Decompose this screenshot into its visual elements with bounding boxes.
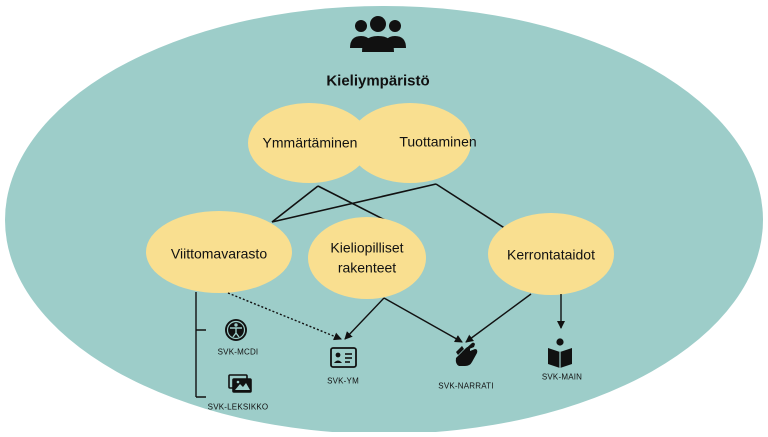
id-card-icon bbox=[330, 347, 357, 368]
node-label-ymmartaminen: Ymmärtäminen bbox=[262, 134, 358, 151]
node-label-kerrontataidot: Kerrontataidot bbox=[507, 246, 595, 263]
node-label-viittomavarasto: Viittomavarasto bbox=[170, 245, 268, 262]
test-label-svk-narrati: SVK-NARRATI bbox=[438, 381, 494, 391]
group-people-icon bbox=[350, 16, 406, 52]
test-label-svk-mcdi: SVK-MCDI bbox=[217, 347, 259, 357]
node-label-kieliopilliset-line2: rakenteet bbox=[337, 259, 397, 276]
node-tuottaminen bbox=[349, 103, 471, 183]
node-to-test-arrows bbox=[195, 292, 565, 398]
node-viittomavarasto bbox=[146, 211, 292, 293]
node-kerrontataidot bbox=[488, 213, 614, 295]
node-ymmartaminen bbox=[248, 103, 370, 183]
node-kieliopilliset-rakenteet bbox=[308, 217, 426, 299]
gallery-icon bbox=[228, 374, 252, 393]
diagram-title: Kieliympäristö bbox=[326, 72, 430, 90]
reading-icon bbox=[548, 338, 572, 368]
test-label-svk-ym: SVK-YM bbox=[327, 376, 359, 386]
accessibility-icon bbox=[225, 319, 247, 341]
node-label-kieliopilliset-line1: Kieliopilliset bbox=[330, 239, 404, 256]
node-label-tuottaminen: Tuottaminen bbox=[399, 133, 477, 150]
test-label-svk-leksikko: SVK-LEKSIKKO bbox=[207, 402, 269, 412]
signing-hands-icon bbox=[455, 342, 478, 366]
test-label-svk-main: SVK-MAIN bbox=[541, 372, 583, 382]
